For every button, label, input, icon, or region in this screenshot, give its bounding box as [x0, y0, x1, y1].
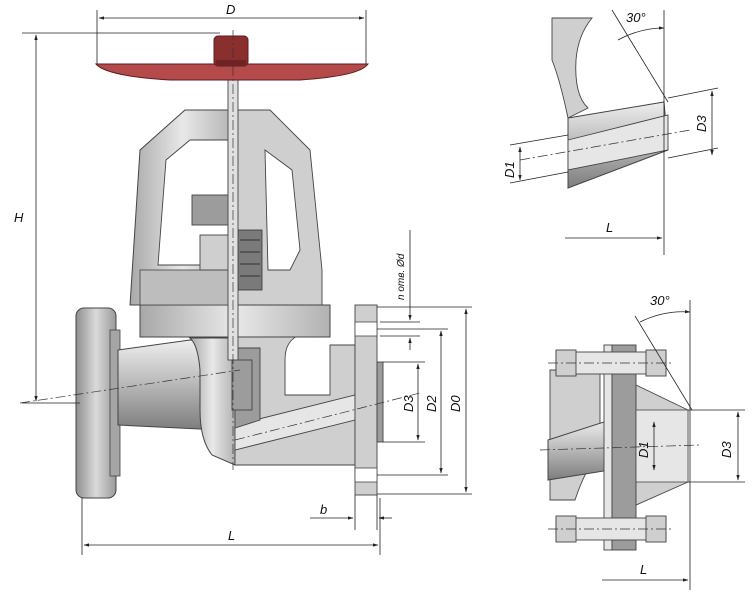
handwheel: [94, 35, 369, 81]
label-length-main: L: [228, 528, 235, 543]
dimension-height: H: [14, 32, 220, 404]
valve-disc: [231, 359, 253, 411]
dimension-wheel-diameter: D: [96, 2, 367, 64]
detail-flanged-end: 30° D3 D1 L: [539, 293, 745, 590]
label-d3-main: D3: [401, 395, 416, 412]
dimension-d0: D0: [377, 306, 472, 495]
dimension-flange-thickness: b: [310, 495, 392, 530]
label-d3-top-right: D3: [694, 115, 709, 132]
outlet-flange: [354, 304, 384, 496]
dimension-holes: n отв. Ød: [380, 230, 420, 350]
label-wheel-diameter: D: [226, 2, 235, 17]
gland-packing: [191, 194, 263, 291]
dimension-d3-main: D3: [383, 361, 425, 443]
label-d0: D0: [448, 395, 463, 412]
label-d3-bottom-right: D3: [719, 441, 734, 458]
label-d2: D2: [424, 395, 439, 412]
flange-bolt-bottom: [548, 515, 672, 543]
label-length-top-right: L: [606, 220, 613, 235]
inlet-flange: [75, 307, 121, 499]
label-holes: n отв. Ød: [396, 253, 407, 300]
detail-welded-end: 30° D3 D1 L: [502, 9, 719, 255]
dimension-d2: D2: [377, 328, 448, 476]
dimension-length-main: L: [81, 498, 381, 555]
label-d1-top-right: D1: [502, 161, 517, 178]
valve-body: [188, 337, 236, 466]
label-height: H: [14, 210, 24, 225]
label-length-bottom-right: L: [640, 562, 647, 577]
label-d1-bottom-right: D1: [636, 441, 651, 458]
label-flange-thickness: b: [320, 502, 327, 517]
label-angle-bottom: 30°: [650, 293, 670, 308]
flange-bolt-top: [548, 349, 672, 377]
main-valve-view: [19, 30, 421, 499]
label-angle-top: 30°: [626, 10, 646, 25]
